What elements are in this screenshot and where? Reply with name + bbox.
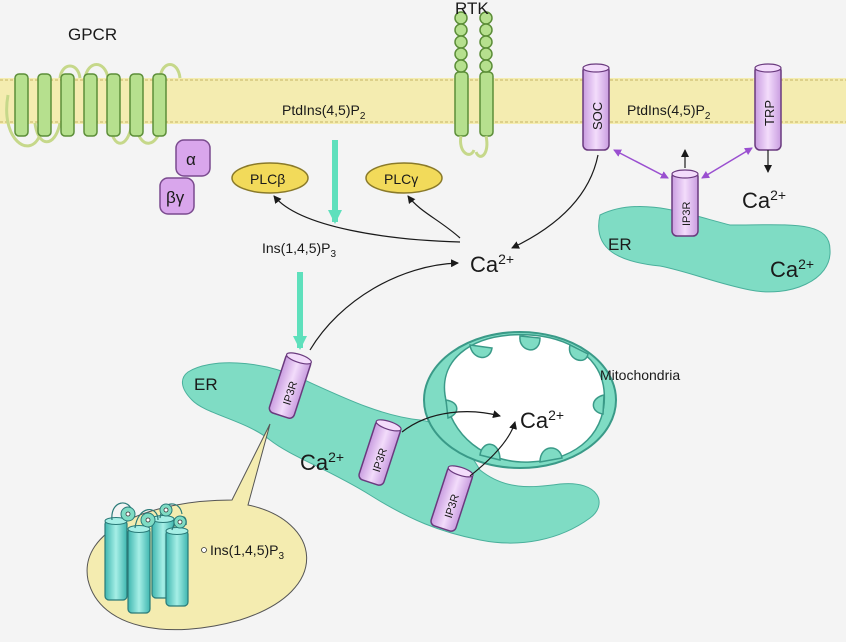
mitochondria-ca-label: Ca2+ bbox=[520, 407, 564, 433]
ip3-molecule-icon bbox=[201, 547, 207, 553]
pip2-center-label: PtdIns(4,5)P2 bbox=[282, 102, 366, 122]
g-protein-alpha-subunit: α bbox=[175, 139, 211, 177]
er-ca-label: Ca2+ bbox=[300, 449, 344, 475]
ip3r-channel-second-icon: IP3R bbox=[358, 419, 402, 486]
soc-to-ca-arrow bbox=[511, 154, 599, 249]
plasma-membrane bbox=[0, 78, 846, 124]
ip3-label: Ins(1,4,5)P3 bbox=[262, 240, 336, 260]
gpcr-label: GPCR bbox=[68, 25, 117, 44]
gpcr-receptor-icon bbox=[5, 63, 182, 148]
plc-gamma-enzyme: PLCγ bbox=[365, 162, 443, 194]
ip3r-to-mito-arrow-1 bbox=[401, 410, 501, 433]
trp-channel-icon bbox=[754, 63, 782, 151]
ip3r-to-mito-arrow-2 bbox=[469, 421, 517, 477]
right-ip3r-label: IP3R bbox=[681, 201, 693, 226]
main-er-label: ER bbox=[194, 375, 218, 394]
rtk-receptor-icon bbox=[454, 11, 494, 158]
soc-channel-icon bbox=[582, 63, 610, 151]
plc-beta-enzyme: PLCβ bbox=[231, 162, 309, 194]
ip3r-channel-third-icon: IP3R bbox=[430, 465, 474, 532]
trp-ca-label: Ca2+ bbox=[742, 187, 786, 213]
ca-to-plc-gamma-arrow bbox=[407, 195, 461, 239]
mitochondria-label: Mitochondria bbox=[600, 367, 680, 383]
g-protein-betagamma-subunit: βγ bbox=[159, 177, 195, 215]
ip3r-tetramer-icon bbox=[104, 502, 189, 614]
plc-gamma-label: PLCγ bbox=[384, 171, 418, 187]
right-ip3r-channel-icon bbox=[671, 169, 699, 237]
trp-label: TRP bbox=[762, 100, 777, 126]
right-er-organelle bbox=[598, 205, 831, 293]
ip3r-channel-main-icon: IP3R bbox=[268, 352, 312, 419]
soc-label: SOC bbox=[590, 102, 605, 130]
rtk-label: RTK bbox=[455, 0, 489, 18]
alpha-label: α bbox=[186, 150, 196, 169]
mitochondrion-icon bbox=[423, 331, 617, 469]
ip3r-trp-interaction-arrow bbox=[701, 147, 753, 179]
ip3-legend-label: Ins(1,4,5)P3 bbox=[210, 542, 284, 562]
pip2-right-label: PtdIns(4,5)P2 bbox=[627, 102, 711, 122]
betagamma-label: βγ bbox=[166, 188, 185, 207]
cytosolic-ca-label: Ca2+ bbox=[470, 251, 514, 277]
ca-to-plc-beta-arrow bbox=[273, 195, 461, 243]
plc-beta-label: PLCβ bbox=[250, 171, 285, 187]
right-er-label: ER bbox=[608, 235, 632, 254]
ip3r-soc-interaction-arrow bbox=[613, 149, 669, 179]
right-er-ca-label: Ca2+ bbox=[770, 256, 814, 282]
ip3r-to-ca-arrow bbox=[309, 259, 459, 351]
